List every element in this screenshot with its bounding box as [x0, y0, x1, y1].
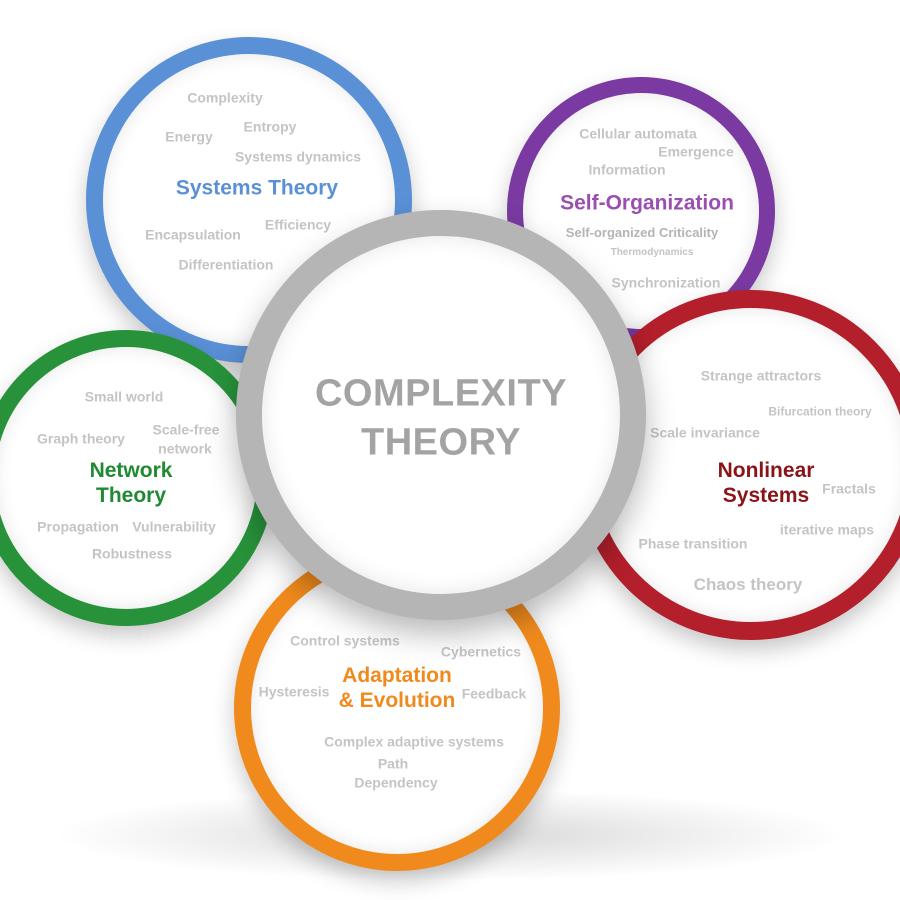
term-network: network: [158, 440, 212, 457]
self-organization-title: Self-Organization: [560, 191, 734, 215]
term-small-world: Small world: [84, 388, 164, 405]
term-energy: Energy: [165, 128, 213, 145]
term-complexity: Complexity: [187, 89, 263, 106]
adaptation-evolution-title: Adaptation& Evolution: [339, 663, 456, 713]
systems-theory-title: Systems Theory: [175, 176, 339, 200]
term-emergence: Emergence: [658, 143, 734, 160]
center-title: COMPLEXITY THEORY: [315, 369, 567, 466]
term-vulnerability: Vulnerability: [132, 518, 216, 535]
term-complex-adaptive-systems: Complex adaptive systems: [324, 733, 504, 750]
center-title-line2: THEORY: [361, 421, 521, 463]
term-bifurcation-theory: Bifurcation theory: [768, 404, 872, 419]
term-efficiency: Efficiency: [264, 216, 332, 233]
adaptation-title-line1: Adaptation: [342, 663, 452, 687]
center-title-line1: COMPLEXITY: [314, 372, 568, 415]
term-phase-transition: Phase transition: [638, 535, 748, 552]
term-scale-free: Scale-free: [152, 421, 220, 438]
term-differentiation: Differentiation: [178, 256, 274, 273]
network-title-line2: Theory: [95, 484, 167, 507]
nonlinear-title-line1: Nonlinear: [717, 458, 815, 482]
term-hysteresis: Hysteresis: [258, 683, 330, 700]
term-entropy: Entropy: [243, 118, 297, 135]
term-information: Information: [588, 161, 666, 178]
term-thermodynamics: Thermodynamics: [610, 246, 694, 258]
term-scale-invariance: Scale invariance: [650, 424, 760, 441]
term-chaos-theory: Chaos theory: [693, 575, 803, 595]
term-encapsulation: Encapsulation: [145, 226, 241, 243]
term-systems-dynamics: Systems dynamics: [234, 148, 362, 165]
term-control-systems: Control systems: [290, 632, 400, 649]
term-feedback: Feedback: [461, 685, 527, 702]
term-cybernetics: Cybernetics: [440, 643, 522, 660]
term-robustness: Robustness: [91, 545, 173, 562]
nonlinear-title-line2: Systems: [722, 484, 810, 507]
term-propagation: Propagation: [37, 518, 119, 535]
term-dependency: Dependency: [354, 774, 438, 791]
term-path: Path: [377, 755, 409, 772]
term-cellular-automata: Cellular automata: [579, 125, 697, 142]
term-strange-attractors: Strange attractors: [700, 367, 822, 384]
term-fractals: Fractals: [822, 480, 876, 497]
term-iterative-maps: iterative maps: [779, 521, 875, 538]
term-self-organized-criticality: Self-organized Criticality: [565, 225, 719, 241]
term-synchronization: Synchronization: [611, 274, 721, 291]
term-graph-theory: Graph theory: [37, 430, 125, 447]
adaptation-title-line2: & Evolution: [338, 689, 456, 712]
network-title-line1: Network: [89, 458, 173, 482]
